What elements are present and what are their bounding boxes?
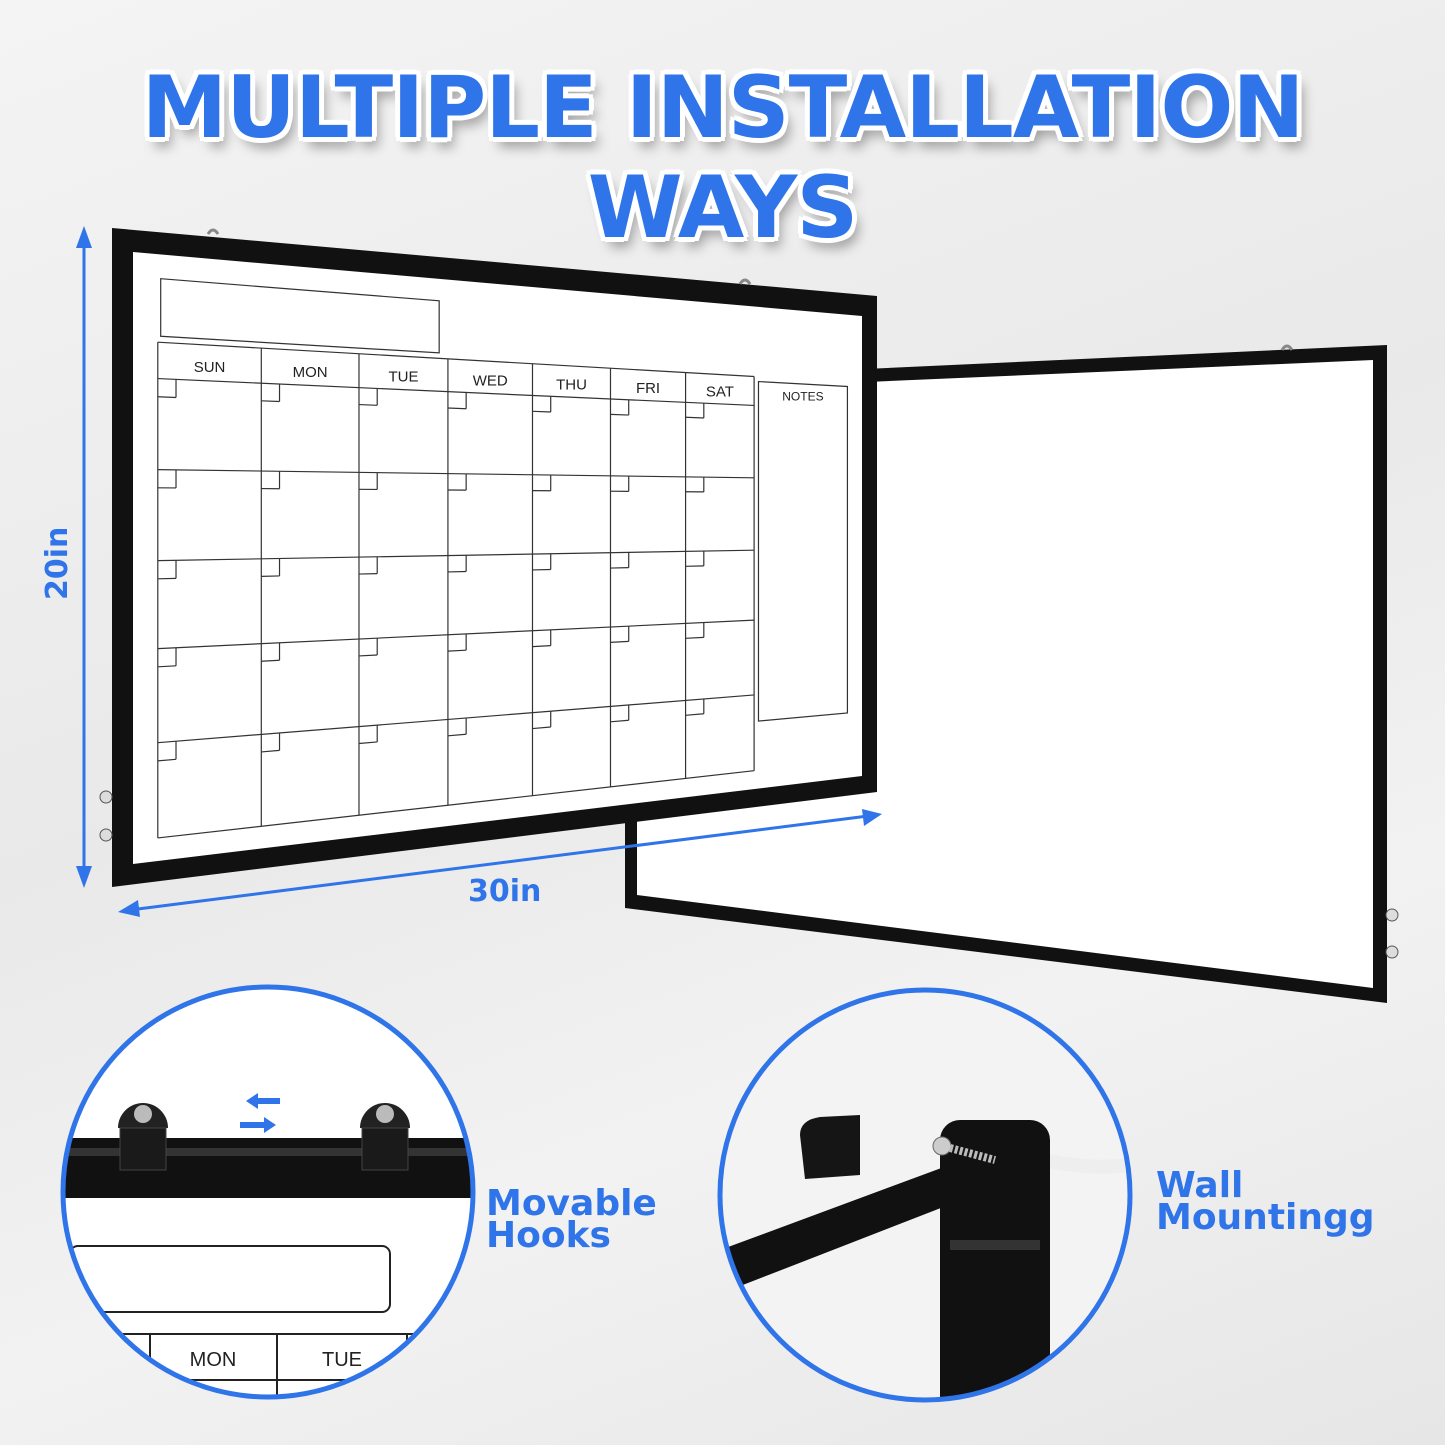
movable-hooks-label: Movable Hooks [486,1183,657,1256]
movable-hooks-line2: Hooks [486,1215,611,1256]
hook-icon [118,1103,168,1171]
row-line [157,694,755,744]
date-box [261,749,280,753]
row-line [157,770,755,839]
calendar-whiteboard: SUN MON TUE WED THU FRI SAT NOTES [99,228,1294,887]
side-hook-icon [1385,945,1399,959]
detail-day-tue: TUE [322,1349,362,1371]
movable-hooks-line1: Movable [486,1183,657,1224]
wall-mounting-detail [717,987,1133,1403]
row-line [157,549,755,562]
date-box [685,636,704,639]
date-box [157,396,177,399]
day-header-thu: THU [556,376,587,393]
date-box [447,407,467,410]
date-box [447,649,467,652]
date-box [532,645,551,648]
wall-hook-icon [800,1115,860,1179]
row-line [157,619,755,650]
detail-day-mon: MON [190,1349,237,1371]
screw-icon [932,1136,997,1164]
dimension-arrows [76,226,882,917]
calendar-title-box [160,278,440,354]
width-arrow [129,814,869,912]
date-box [358,403,378,406]
date-box [610,413,629,416]
wall-mounting-line2: Mountingg [1156,1197,1375,1238]
day-header-mon: MON [293,364,328,381]
movable-hooks-detail: MON TUE [60,984,476,1400]
day-header-sun: SUN [194,359,226,376]
page-title: MULTIPLE INSTALLATION WAYS [141,58,1305,258]
date-box [447,733,467,737]
notes-box [757,380,849,722]
date-box [532,726,551,730]
day-header-fri: FRI [636,380,660,397]
row-line [157,377,755,407]
width-label: 30in [468,874,542,909]
date-box [610,719,629,723]
date-box [157,758,177,762]
side-hook-icon [1385,908,1399,922]
top-hook-icon [206,228,1294,351]
hook-icon [360,1103,410,1171]
date-box [532,410,551,413]
wall-mounting-label: Wall Mountingg [1156,1165,1375,1238]
row-line [157,469,755,479]
day-header-sat: SAT [706,384,734,401]
height-label: 20in [40,526,75,600]
row-line [157,341,755,378]
day-header-wed: WED [473,372,508,389]
date-box [157,665,177,668]
date-box [610,640,629,643]
side-hook-icon [99,790,113,804]
notes-header: NOTES [782,390,823,404]
side-hook-icon [99,828,113,842]
wall-mounting-line1: Wall [1156,1165,1244,1206]
date-box [261,400,280,403]
calendar-board-surface [133,252,862,864]
date-box [261,659,280,662]
date-box [685,713,704,716]
date-box [358,654,378,657]
day-header-tue: TUE [388,368,418,385]
slide-arrows-icon [240,1093,280,1133]
date-box [358,741,378,745]
date-box [685,416,704,419]
